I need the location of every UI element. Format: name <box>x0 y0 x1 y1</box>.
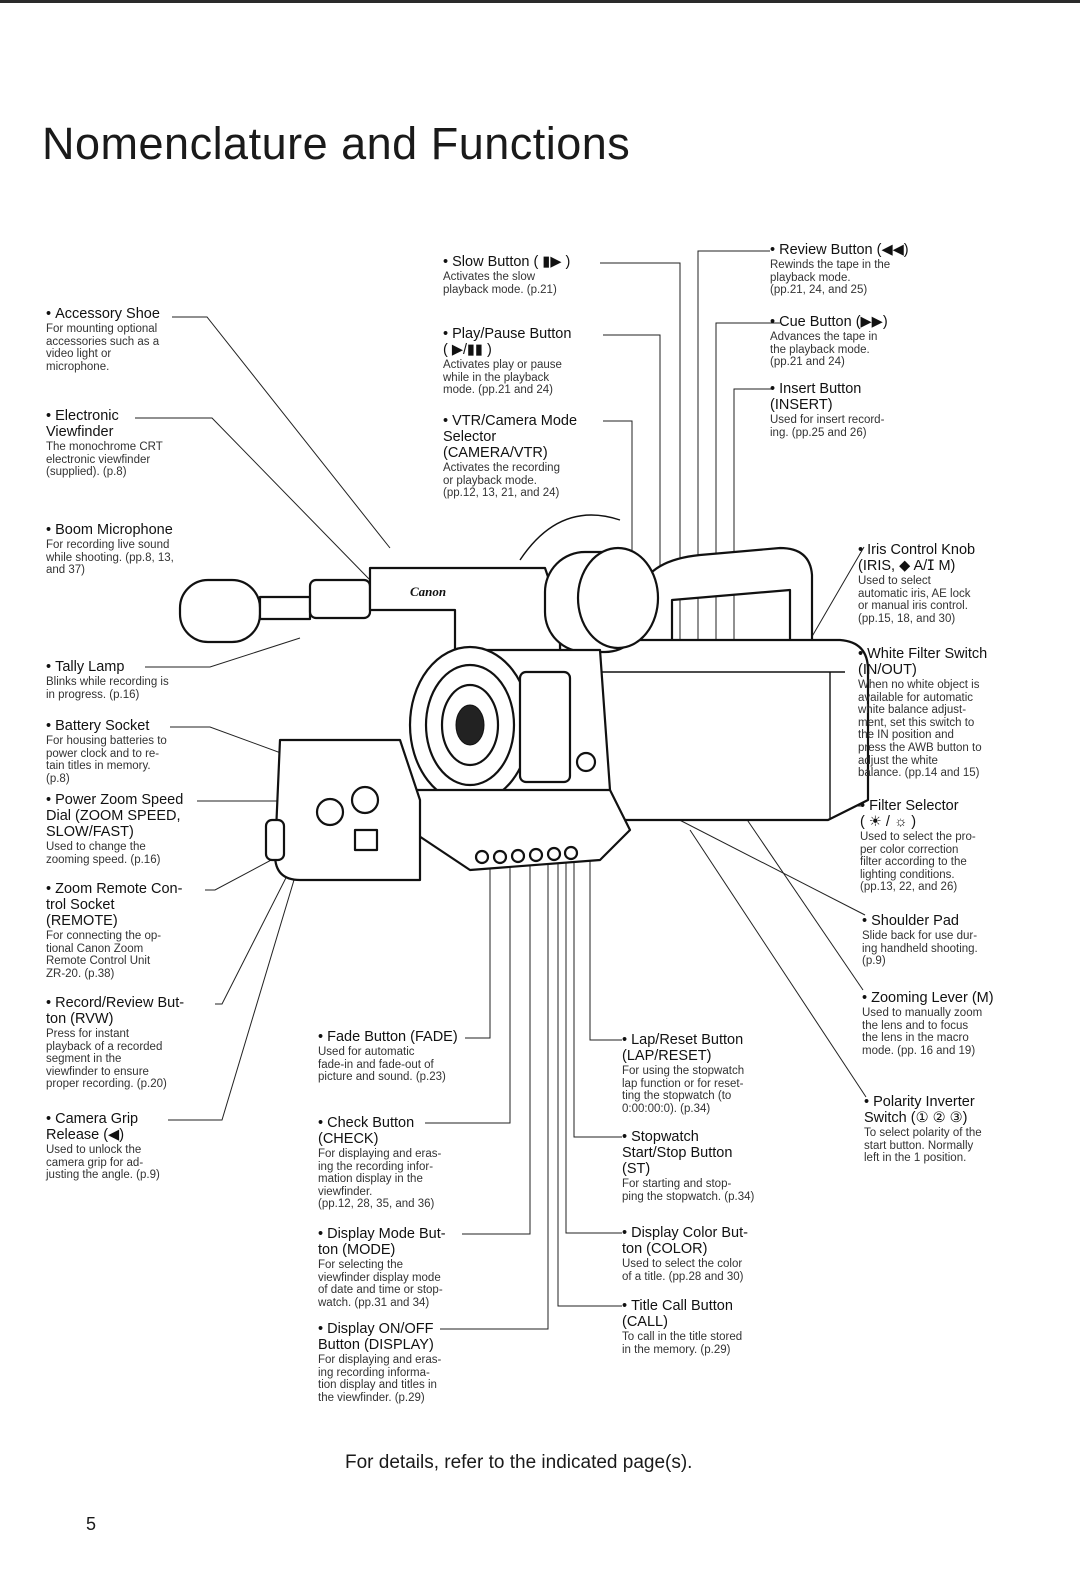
label-filter-selector: Filter Selector ( ☀ / ☼ ) Used to select… <box>860 798 1035 894</box>
label-shoulder-pad: Shoulder Pad Slide back for use dur- ing… <box>862 913 1037 968</box>
label-title-call-button: Title Call Button (CALL) To call in the … <box>622 1298 787 1356</box>
label-name: Check Button (CHECK) <box>318 1115 478 1147</box>
label-cue-button: Cue Button (▶▶) Advances the tape in the… <box>770 314 930 369</box>
label-display-color-button: Display Color But- ton (COLOR) Used to s… <box>622 1225 787 1283</box>
label-name: Shoulder Pad <box>862 913 1037 929</box>
label-name: Lap/Reset Button (LAP/RESET) <box>622 1032 787 1064</box>
label-desc: For displaying and eras- ing the recordi… <box>318 1148 442 1211</box>
label-desc: For using the stopwatch lap function or … <box>622 1065 745 1115</box>
label-desc: For selecting the viewfinder display mod… <box>318 1259 443 1309</box>
label-play-pause-button: Play/Pause Button ( ▶/▮▮ ) Activates pla… <box>443 326 603 397</box>
label-fade-button: Fade Button (FADE) Used for automatic fa… <box>318 1029 478 1084</box>
label-name: Accessory Shoe <box>46 306 221 322</box>
label-name: Display ON/OFF Button (DISPLAY) <box>318 1321 478 1353</box>
page-title: Nomenclature and Functions <box>42 118 631 169</box>
label-desc: Used to unlock the camera grip for ad- j… <box>46 1144 160 1182</box>
label-desc: Used for automatic fade-in and fade-out … <box>318 1046 446 1084</box>
label-insert-button: Insert Button (INSERT) Used for insert r… <box>770 381 930 439</box>
label-vtr-camera-selector: VTR/Camera Mode Selector (CAMERA/VTR) Ac… <box>443 413 603 500</box>
label-desc: Used to change the zooming speed. (p.16) <box>46 841 161 866</box>
label-name: Display Color But- ton (COLOR) <box>622 1225 787 1257</box>
label-desc: Used to manually zoom the lens and to fo… <box>862 1007 983 1057</box>
label-display-on-off-button: Display ON/OFF Button (DISPLAY) For disp… <box>318 1321 478 1404</box>
label-desc: Press for instant playback of a recorded… <box>46 1028 167 1091</box>
label-desc: For connecting the op- tional Canon Zoom… <box>46 930 162 980</box>
label-lap-reset-button: Lap/Reset Button (LAP/RESET) For using t… <box>622 1032 787 1115</box>
label-name: Slow Button ( ▮▶ ) <box>443 254 603 270</box>
label-boom-microphone: Boom Microphone For recording live sound… <box>46 522 221 577</box>
label-name: Zoom Remote Con- trol Socket (REMOTE) <box>46 881 221 929</box>
label-name: Power Zoom Speed Dial (ZOOM SPEED, SLOW/… <box>46 792 221 840</box>
label-name: Zooming Lever (M) <box>862 990 1037 1006</box>
label-name: Filter Selector ( ☀ / ☼ ) <box>860 798 1035 830</box>
label-name: Electronic Viewfinder <box>46 408 221 440</box>
label-name: Polarity Inverter Switch (① ② ③) <box>864 1094 1039 1126</box>
label-desc: For mounting optional accessories such a… <box>46 323 160 373</box>
label-desc: Used for insert record- ing. (pp.25 and … <box>770 414 885 439</box>
label-record-review-button: Record/Review But- ton (RVW) Press for i… <box>46 995 221 1091</box>
label-review-button: Review Button (◀◀) Rewinds the tape in t… <box>770 242 930 297</box>
label-desc: Activates the recording or playback mode… <box>443 462 560 500</box>
label-desc: To call in the title stored in the memor… <box>622 1331 743 1356</box>
label-electronic-viewfinder: Electronic Viewfinder The monochrome CRT… <box>46 408 221 479</box>
page-number: 5 <box>86 1514 97 1534</box>
label-name: Review Button (◀◀) <box>770 242 930 258</box>
label-name: Tally Lamp <box>46 659 221 675</box>
label-power-zoom-speed-dial: Power Zoom Speed Dial (ZOOM SPEED, SLOW/… <box>46 792 221 866</box>
label-name: Display Mode But- ton (MODE) <box>318 1226 478 1258</box>
label-name: Stopwatch Start/Stop Button (ST) <box>622 1129 787 1177</box>
label-stopwatch-button: Stopwatch Start/Stop Button (ST) For sta… <box>622 1129 787 1203</box>
label-battery-socket: Battery Socket For housing batteries to … <box>46 718 221 785</box>
label-slow-button: Slow Button ( ▮▶ ) Activates the slow pl… <box>443 254 603 296</box>
label-desc: Used to select the pro- per color correc… <box>860 831 976 894</box>
label-display-mode-button: Display Mode But- ton (MODE) For selecti… <box>318 1226 478 1309</box>
label-check-button: Check Button (CHECK) For displaying and … <box>318 1115 478 1211</box>
label-desc: When no white object is available for au… <box>858 679 982 780</box>
label-name: Iris Control Knob (IRIS, ◆ A/ⵊ M) <box>858 542 1033 574</box>
label-desc: To select polarity of the start button. … <box>864 1127 982 1165</box>
label-name: Fade Button (FADE) <box>318 1029 478 1045</box>
label-name: Cue Button (▶▶) <box>770 314 930 330</box>
label-zoom-remote-socket: Zoom Remote Con- trol Socket (REMOTE) Fo… <box>46 881 221 980</box>
label-desc: Used to select automatic iris, AE lock o… <box>858 575 971 625</box>
label-desc: For starting and stop- ping the stopwatc… <box>622 1178 755 1203</box>
label-name: White Filter Switch (IN/OUT) <box>858 646 1038 678</box>
label-polarity-inverter-switch: Polarity Inverter Switch (① ② ③) To sele… <box>864 1094 1039 1165</box>
label-name: Title Call Button (CALL) <box>622 1298 787 1330</box>
label-desc: Activates the slow playback mode. (p.21) <box>443 271 557 296</box>
label-desc: For displaying and eras- ing recording i… <box>318 1354 442 1404</box>
label-accessory-shoe: Accessory Shoe For mounting optional acc… <box>46 306 221 373</box>
label-desc: Activates play or pause while in the pla… <box>443 359 562 397</box>
label-desc: Advances the tape in the playback mode. … <box>770 331 878 369</box>
label-name: Record/Review But- ton (RVW) <box>46 995 221 1027</box>
label-name: Battery Socket <box>46 718 221 734</box>
top-rule <box>0 0 1080 3</box>
label-name: Boom Microphone <box>46 522 221 538</box>
label-white-filter-switch: White Filter Switch (IN/OUT) When no whi… <box>858 646 1038 780</box>
label-desc: For recording live sound while shooting.… <box>46 539 174 577</box>
label-name: Insert Button (INSERT) <box>770 381 930 413</box>
label-desc: For housing batteries to power clock and… <box>46 735 167 785</box>
label-desc: Rewinds the tape in the playback mode. (… <box>770 259 891 297</box>
footer-note: For details, refer to the indicated page… <box>345 1452 693 1473</box>
label-zooming-lever: Zooming Lever (M) Used to manually zoom … <box>862 990 1037 1057</box>
label-desc: The monochrome CRT electronic viewfinder… <box>46 441 163 479</box>
label-desc: Slide back for use dur- ing handheld sho… <box>862 930 978 968</box>
label-camera-grip-release: Camera Grip Release (◀) Used to unlock t… <box>46 1111 221 1182</box>
camera-drawing: Canon <box>178 514 870 882</box>
label-name: Camera Grip Release (◀) <box>46 1111 221 1143</box>
label-name: VTR/Camera Mode Selector (CAMERA/VTR) <box>443 413 603 461</box>
label-desc: Used to select the color of a title. (pp… <box>622 1258 744 1283</box>
canon-logo: Canon <box>410 584 446 599</box>
label-iris-control-knob: Iris Control Knob (IRIS, ◆ A/ⵊ M) Used t… <box>858 542 1033 625</box>
label-name: Play/Pause Button ( ▶/▮▮ ) <box>443 326 603 358</box>
label-tally-lamp: Tally Lamp Blinks while recording is in … <box>46 659 221 701</box>
label-desc: Blinks while recording is in progress. (… <box>46 676 169 701</box>
